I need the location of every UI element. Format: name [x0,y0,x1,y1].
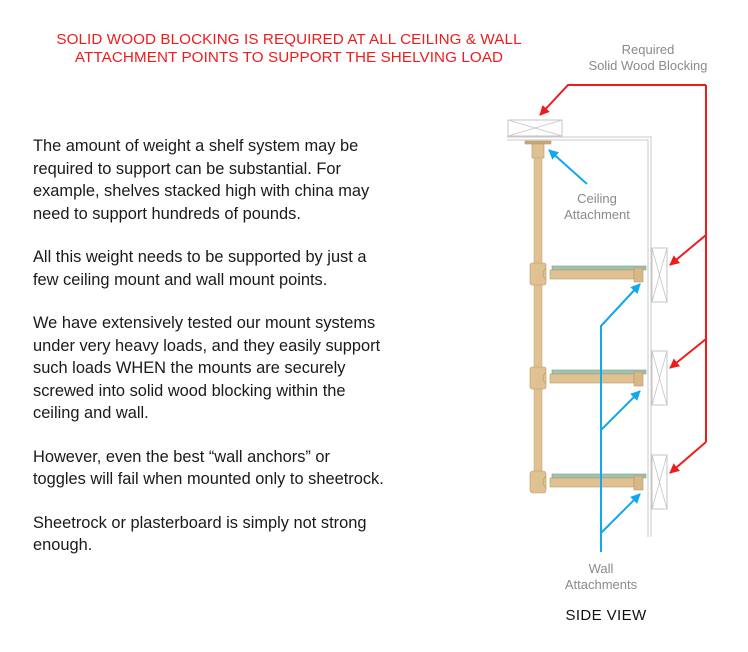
text-line: example, shelves stacked high with china… [33,182,370,200]
text-line: under very heavy loads, and they easily … [33,336,381,355]
blocking-label-line-1: Required [622,42,675,57]
text-line: enough. [33,536,93,554]
text-line: We have extensively tested our mount sys… [33,314,376,332]
text-line: ceiling and wall. [33,404,149,422]
paragraph-sheetrock: Sheetrock or plasterboard is simply not … [33,512,473,557]
headline-line-2: ATTACHMENT POINTS TO SUPPORT THE SHELVIN… [74,49,504,66]
red-arrow-wall-2 [669,338,707,369]
headline-line-1: SOLID WOOD BLOCKING IS REQUIRED AT ALL C… [56,31,522,48]
shelf-2 [529,366,647,390]
ceiling-attachment-arrow [548,149,588,185]
text-line: The amount of weight a shelf system may … [33,137,359,155]
text-line: All this weight needs to be supported by… [33,248,367,266]
wall-label-line-2: Attachments [565,577,638,592]
blue-arrow-wall-2 [600,390,641,431]
blue-trunk [600,283,641,552]
red-arrow-ceiling [539,84,706,116]
text-line: required to support can be substantial. … [33,159,341,178]
wall-blocking-1 [651,247,668,303]
warning-headline: SOLID WOOD BLOCKING IS REQUIRED AT ALL C… [0,31,578,67]
shelf-1 [529,262,647,286]
shelf-3 [529,470,647,494]
blue-arrow-wall-1 [600,283,641,327]
ceiling-wall-outline [507,136,652,537]
text-line: screwed into solid wood blocking within … [33,381,346,400]
red-arrow-wall-3 [669,441,707,474]
paragraph-weight: The amount of weight a shelf system may … [33,135,473,225]
wall-blocking-2 [651,350,668,406]
ceiling-label-line-1: Ceiling [577,191,617,206]
wall-attachment-arrows [600,283,641,552]
wall-label-line-1: Wall [589,561,614,576]
paragraph-testing: We have extensively tested our mount sys… [33,312,473,425]
vertical-pipe [524,140,552,489]
red-arrow-wall-1 [669,234,707,266]
text-line: need to support hundreds of pounds. [33,204,301,223]
text-line: Sheetrock or plasterboard is simply not … [33,513,367,532]
text-line: toggles will fail when mounted only to s… [33,470,384,488]
ceiling-blocking [507,119,563,137]
explanation-text: The amount of weight a shelf system may … [33,135,473,578]
text-line: few ceiling mount and wall mount points. [33,270,328,289]
blue-arrow-wall-3 [600,493,641,534]
text-line: such loads WHEN the mounts are securely [33,359,346,377]
blocking-callout-arrows [539,84,707,474]
text-line: However, even the best “wall anchors” or [33,447,330,466]
wall-blocking-3 [651,454,668,510]
side-view-caption: SIDE VIEW [565,607,647,624]
blocking-label-line-2: Solid Wood Blocking [589,58,708,73]
ceiling-label-line-2: Attachment [564,207,630,222]
paragraph-anchors: However, even the best “wall anchors” or… [33,446,473,491]
paragraph-mount-points: All this weight needs to be supported by… [33,246,473,291]
